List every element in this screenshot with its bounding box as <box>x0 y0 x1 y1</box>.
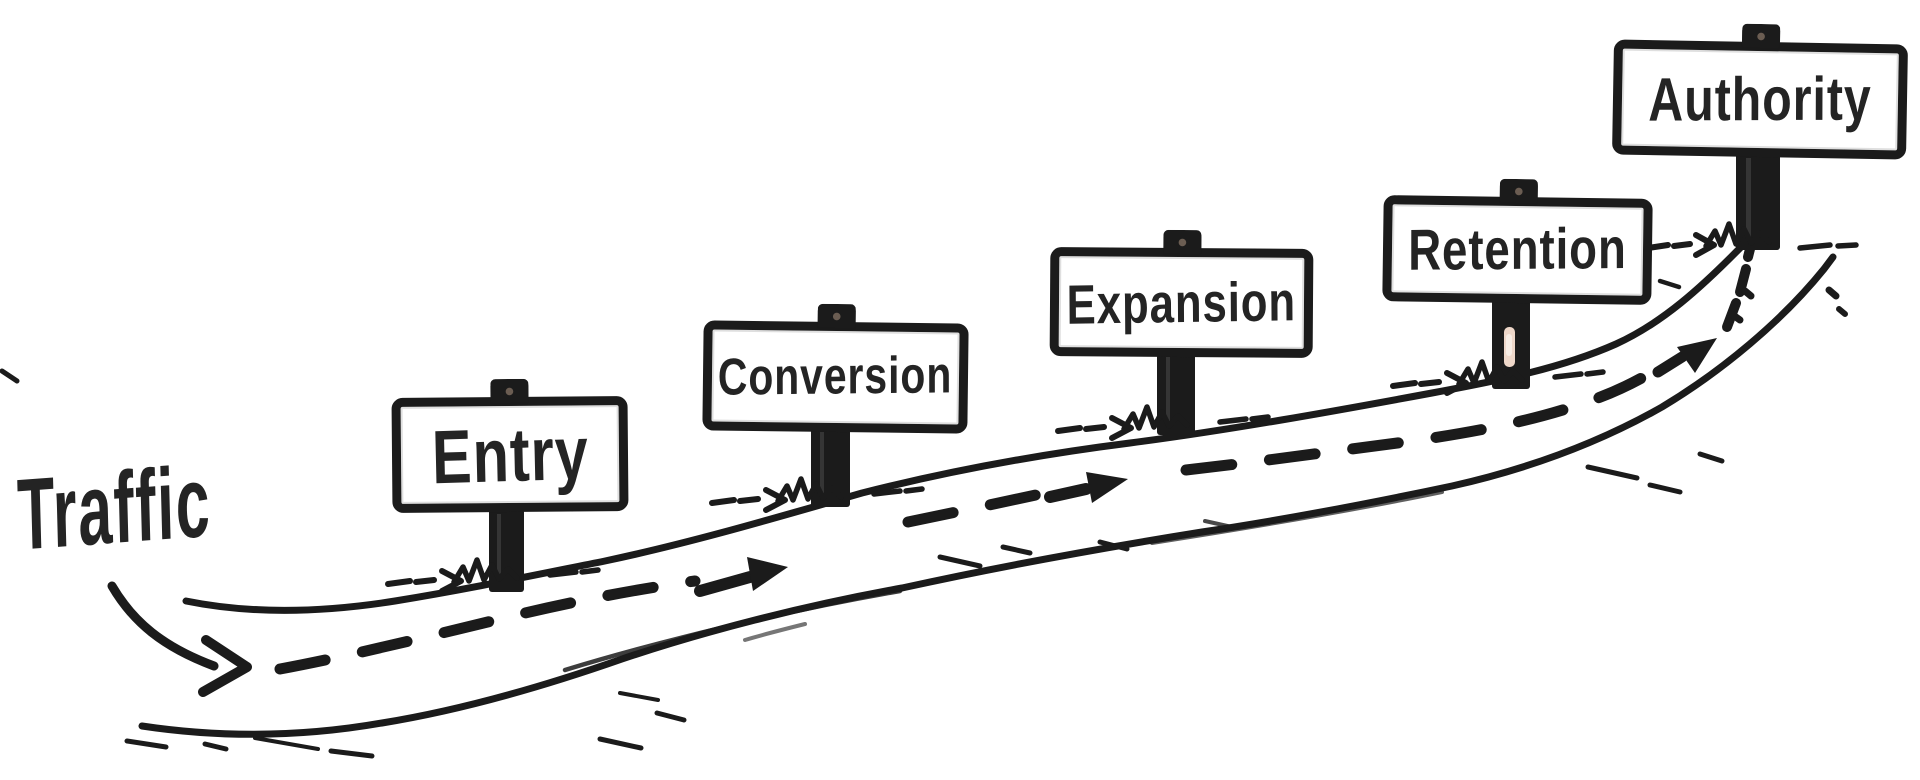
sign-conversion: Conversion <box>702 303 969 434</box>
sign-cap <box>1499 178 1538 204</box>
center-dash <box>1735 264 1751 297</box>
sketch-speckles <box>0 278 1848 759</box>
grass-tuft-authority <box>1703 221 1772 249</box>
grass-tuft-retention <box>1456 359 1525 387</box>
sign-entry: Entry <box>391 378 629 514</box>
sketch-stroke <box>562 588 903 673</box>
sign-authority: Authority <box>1612 23 1908 160</box>
grass-tuft-conversion <box>775 476 844 504</box>
road-bottom-edge <box>138 253 1837 738</box>
flow-arrow-3 <box>1652 338 1717 378</box>
sign-cap <box>1741 23 1781 49</box>
signpost-base-marks <box>385 221 1859 594</box>
sign-label-authority: Authority <box>1648 64 1872 135</box>
sign-label-retention: Retention <box>1408 217 1627 283</box>
center-dash-segment <box>274 575 701 675</box>
road-top-edge <box>182 240 1748 614</box>
traffic-label: Traffic <box>16 445 213 573</box>
sketch-stroke <box>254 606 347 613</box>
sign-label-entry: Entry <box>430 409 590 500</box>
grass-tuft-expansion <box>1121 404 1190 432</box>
conversion-post <box>811 424 850 507</box>
flow-arrow-2 <box>1044 472 1128 503</box>
center-dash-segment <box>1180 357 1672 476</box>
flow-arrow-1 <box>694 557 788 597</box>
sign-expansion: Expansion <box>1049 229 1314 358</box>
road-center-dashes <box>274 357 1672 675</box>
center-dash-segment <box>902 486 1056 528</box>
sign-posts <box>489 149 1780 592</box>
sketch-stroke <box>743 622 807 642</box>
sign-label-expansion: Expansion <box>1066 269 1297 336</box>
traffic-curve-arrow <box>107 581 252 697</box>
sign-label-conversion: Conversion <box>718 346 953 407</box>
sketch-stroke <box>1150 490 1444 545</box>
sign-retention: Retention <box>1382 178 1653 305</box>
grass-tuft-entry <box>451 557 520 585</box>
center-dash <box>1743 244 1755 262</box>
road <box>138 240 1837 738</box>
sign-cap <box>1162 229 1202 255</box>
sign-cap <box>490 378 529 404</box>
sign-cap <box>817 303 856 329</box>
sketch-stroke <box>1238 395 1417 428</box>
